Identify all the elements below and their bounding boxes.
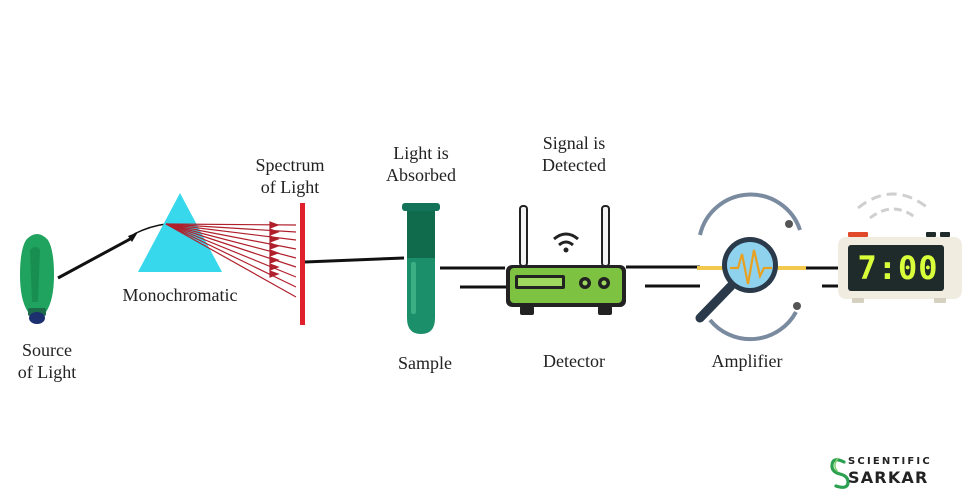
label-signal-wrap: Signal is Detected — [542, 132, 606, 176]
label-spectrum: Spectrum of Light — [255, 155, 325, 197]
label-monochromatic: Monochromatic — [122, 285, 238, 305]
label-source: Source of Light — [17, 340, 77, 382]
beam-arrow-icon — [128, 232, 138, 242]
label-sample: Sample — [398, 353, 452, 373]
brand-line1: SCIENTIFIC — [848, 456, 932, 467]
dispersed-rays — [165, 221, 297, 298]
label-spectrum-wrap: Spectrum of Light — [256, 154, 325, 198]
detector-router-icon — [506, 205, 626, 315]
brand-logo: SCIENTIFIC SARKAR — [826, 454, 966, 490]
spectrum-screen — [300, 203, 305, 325]
sample-tube-icon — [402, 203, 440, 334]
amplifier-magnifier-icon — [695, 192, 806, 342]
label-detector: Detector — [543, 351, 605, 371]
clock-time-display: 7:00 — [857, 249, 939, 287]
label-absorbed-wrap: Light is Absorbed — [386, 142, 456, 186]
label-source-line1: Source of Light — [18, 339, 77, 383]
brand-s-logo-icon — [830, 457, 850, 489]
light-source-bulb-icon — [20, 234, 54, 324]
digital-clock-icon — [838, 192, 962, 303]
label-amplifier: Amplifier — [711, 351, 783, 371]
label-absorbed: Light is Absorbed — [386, 143, 456, 185]
label-signal: Signal is Detected — [542, 133, 606, 175]
beam-to-sample — [304, 256, 405, 264]
brand-line2: SARKAR — [848, 468, 929, 487]
beam-source-to-prism — [57, 236, 133, 280]
